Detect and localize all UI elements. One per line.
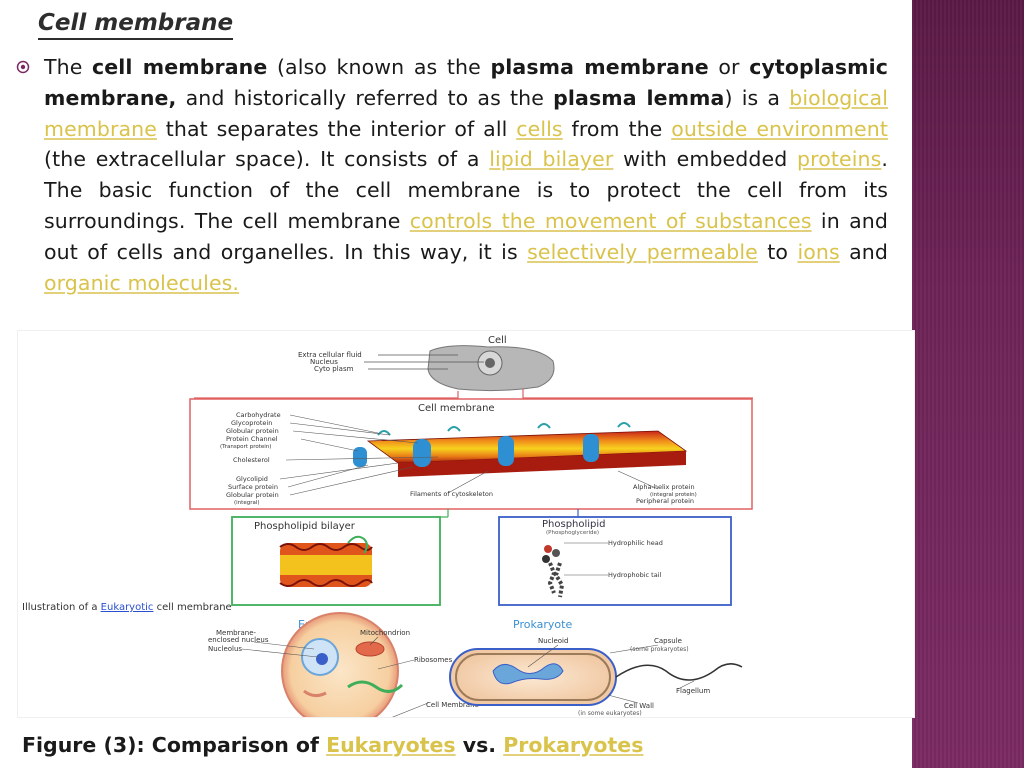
cell-image [427,345,555,392]
link-selectively-permeable[interactable]: selectively permeable [527,239,758,264]
link-eukaryotes[interactable]: Eukaryotes [326,733,456,757]
membrane-title: Cell membrane [418,403,495,414]
link-organic-molecules[interactable]: organic molecules. [44,270,240,295]
mem-left-label: Globular protein [226,427,279,435]
link-biological-membrane[interactable]: biological membrane [44,85,888,141]
text-span: (the extracellular space). It consists o… [44,147,490,172]
membrane-box [189,398,753,510]
euk-label: enclosed nucleus [208,636,269,644]
phospholipid-subtitle: (Phosphoglyceride) [546,530,599,536]
mem-right-label: Alpha-helix protein [633,483,695,491]
bilayer-box [231,516,441,606]
mem-left-label: Glycolipid [236,475,268,483]
body-paragraph: The cell membrane (also known as the pla… [44,52,888,298]
cell-figure: Cell Extra cellular fluid Nucleus Cyto p… [18,331,914,730]
pro-label: Nucleoid [538,637,568,645]
prokaryote-title: Prokaryote [513,618,572,631]
caption-text: Illustration of a [22,602,101,613]
mem-left-label: Carbohydrate [236,411,281,419]
eukaryote-image [281,612,404,730]
bold-term: cytoplasmic membrane, [44,55,888,110]
link-lipid-bilayer[interactable]: lipid bilayer [489,147,614,172]
cell-label-cytoplasm: Cyto plasm [314,365,354,373]
text-span: in and out of cells and organelles. In t… [44,208,888,264]
link-proteins[interactable]: proteins [797,147,882,172]
mem-left-label: Globular protein [226,491,279,499]
text-span: or [708,55,750,79]
text-span: to [757,239,798,264]
pro-label: Cell Wall [624,702,654,710]
link-controls-movement[interactable]: controls the movement of substances [409,208,812,233]
text-span: and [839,239,889,264]
cell-title: Cell [488,335,507,346]
phospholipid-label: Hydrophobic tail [608,571,661,579]
euk-label: Cell Membrane [426,701,479,709]
mem-left-label: Protein Channel [226,435,278,443]
bullet-icon [16,60,30,74]
caption-prefix: Figure (3): Comparison of [22,733,327,757]
text-span: from the [562,116,672,141]
phospholipid-title: Phospholipid [542,519,606,530]
decorative-sidebar [912,0,1024,768]
phospholipid-image [542,545,565,598]
phospholipid-label: Hydrophilic head [608,539,663,547]
mem-bottom-label: Filaments of cytoskeleton [410,490,493,498]
pro-label: (some prokaryotes) [630,646,689,653]
cell-label-fluid: Extra cellular fluid [298,351,362,359]
figure-illustration: Cell Extra cellular fluid Nucleus Cyto p… [22,335,753,730]
pro-label: Capsule [654,637,682,645]
caption-text: cell membrane [153,602,231,613]
text-span: The [44,55,93,79]
euk-label: Mitochondrion [360,629,410,637]
mem-left-label: Glycoprotein [231,419,272,427]
link-cells[interactable]: cells [516,116,563,141]
euk-label: Ribosomes [414,656,453,664]
cell-label-nucleus: Nucleus [310,358,338,366]
text-span: . The basic function of the cell membran… [44,147,888,233]
illustration-caption: Illustration of a Eukaryotic cell membra… [22,602,232,613]
euk-label: Nucleolus [208,645,242,653]
figure-caption: Figure (3): Comparison of Eukaryotes vs.… [22,733,643,757]
text-span: with embedded [613,147,798,172]
bold-term: plasma membrane [490,55,709,79]
caption-link: Eukaryotic [101,602,154,613]
slide-title: Cell membrane [38,9,234,40]
mem-left-label: Cholesterol [233,456,270,464]
link-outside-environment[interactable]: outside environment [671,116,888,141]
text-span: (also known as the [267,55,491,79]
euk-label: Membrane- [216,629,257,637]
bold-term: cell membrane [92,55,268,79]
membrane-image [353,422,688,477]
pro-label: Flagellum [676,687,710,695]
mem-right-label: Peripheral protein [636,497,694,505]
phospholipid-box [498,516,732,606]
text-span: and historically referred to as the [176,85,554,110]
prokaryote-image [449,648,743,706]
bold-term: plasma lemma [553,85,725,110]
mem-left-label: Surface protein [228,483,278,491]
text-span: that separates the interior of all [156,116,517,141]
link-ions[interactable]: ions [797,239,840,264]
bilayer-image [279,535,373,587]
caption-mid: vs. [455,733,504,757]
text-span: ) is a [724,85,790,110]
mem-left-label: (integral) [234,500,260,506]
mem-right-label: (integral protein) [650,492,697,498]
mem-left-label: (Transport protein) [220,444,271,450]
link-prokaryotes[interactable]: Prokaryotes [503,733,644,757]
pro-label: (in some eukaryotes) [578,710,642,717]
bilayer-title: Phospholipid bilayer [254,521,356,532]
